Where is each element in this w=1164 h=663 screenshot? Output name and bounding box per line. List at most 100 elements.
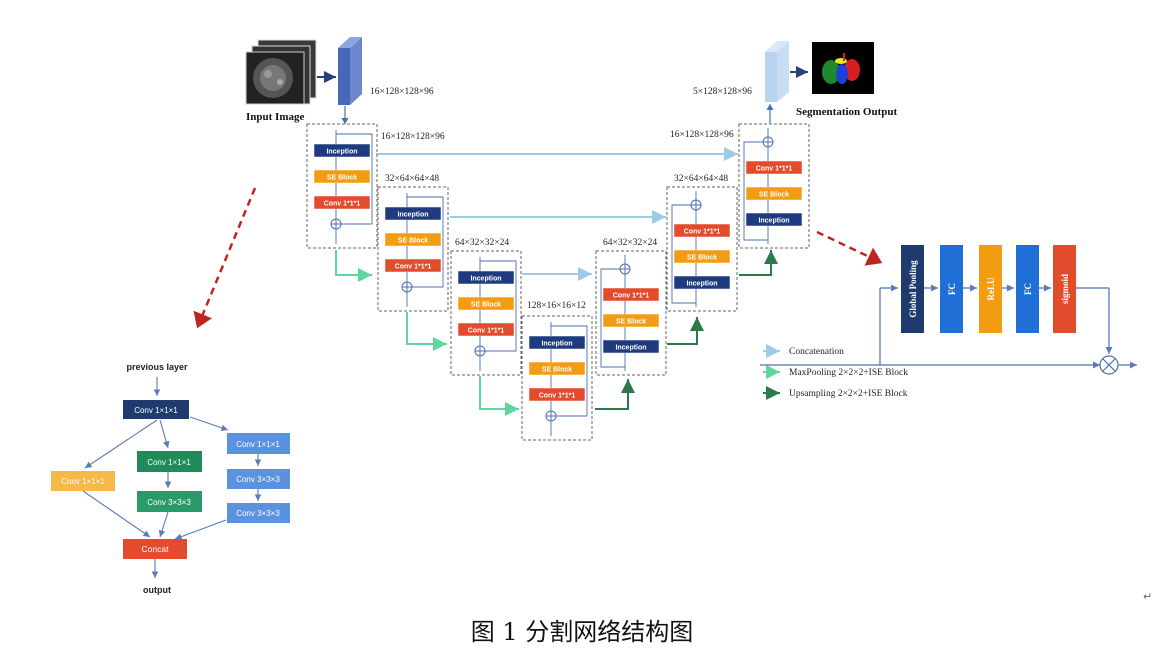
decoder-block-3-se-label: SE Block [616,318,646,325]
inception-branch3-conv3a: Conv 3×3×3 [236,475,280,484]
inception-branch1-conv: Conv 1×1×1 [61,477,105,486]
inception-branch2-conv1: Conv 1×1×1 [147,458,191,467]
decoder-block-1-se-box [745,186,803,201]
upsample-arrows [595,250,778,410]
encoder-block-3-conv-label: Conv 1*1*1 [468,327,505,334]
dim-input: 16×128×128×96 [370,87,434,97]
inception-output: output [143,585,171,595]
dim-dec1: 16×128×128×96 [670,130,734,140]
inception-concat: Concat [142,544,170,554]
skip-connections [376,147,738,281]
decoder-block-1-conv-label: Conv 1*1*1 [756,165,793,172]
bottleneck-block-inception-label: Inception [541,340,572,347]
inception-detail [82,377,262,578]
segmentation-output-label: Segmentation Output [796,106,897,118]
decoder-block-3-inception-box [602,339,660,354]
decoder-block-3-se-box [602,313,660,328]
dim-enc3: 64×32×32×24 [455,238,509,248]
encoder-block-2-inception-box [384,206,442,221]
encoder-block-3-inception-label: Inception [470,275,501,282]
legend [763,344,780,400]
se-sigmoid-label: sigmoid [1060,274,1070,304]
inception-detail-boxes [51,400,290,559]
decoder-block-2-conv-box [673,223,731,238]
encoder-block-3-conv-box [457,322,515,337]
bottleneck-block-se-label: SE Block [542,366,572,373]
encoder-block-2-conv-label: Conv 1*1*1 [395,263,432,270]
zoom-arrow-inception [193,187,257,329]
se-fc2-box [1016,245,1039,333]
decoder-block-2-se-label: SE Block [687,254,717,261]
se-block-detail [760,245,1137,375]
inception-branch3-conv1: Conv 1×1×1 [236,440,280,449]
decoder-block-2-inception-label: Inception [686,280,717,287]
decoder-block-1-inception-label: Inception [758,217,789,224]
encoder-block-1-se-label: SE Block [327,174,357,181]
decoder-block-1-se-label: SE Block [759,191,789,198]
encoder-block-1-inception-box [313,143,371,158]
dim-output: 5×128×128×96 [693,87,752,97]
encoder-block-2-inception-label: Inception [397,211,428,218]
encoder-block-1-inception-label: Inception [326,148,357,155]
decoder-block-2-inception-box [673,275,731,290]
se-relu-box [979,245,1002,333]
encoder-block-1-se-box [313,169,371,184]
se-relu-label: ReLU [986,277,996,300]
decoder-block-2-conv-label: Conv 1*1*1 [684,228,721,235]
legend-maxpool: MaxPooling 2×2×2+ISE Block [789,368,908,378]
encoder-block-3-inception-box [457,270,515,285]
bottleneck-block-conv-label: Conv 1*1*1 [539,392,576,399]
encoder-block-2-conv-box [384,258,442,273]
bottleneck-block-se-box [528,361,586,376]
se-global-pooling-box [901,245,924,333]
inception-conv-top: Conv 1×1×1 [134,406,178,415]
encoder-block-2-se-box [384,232,442,247]
segmentation-output-image [812,42,874,94]
inception-branch2-conv3: Conv 3×3×3 [147,498,191,507]
dim-bottleneck: 128×16×16×12 [527,301,586,311]
inception-branch3-conv3b: Conv 3×3×3 [236,509,280,518]
dim-dec2: 32×64×64×48 [674,174,728,184]
paragraph-mark: ↵ [1143,590,1153,603]
encoder-block-1-conv-box [313,195,371,210]
maxpool-arrows [335,250,519,416]
output-feature-volume [765,41,789,102]
encoder-block-1-conv-label: Conv 1*1*1 [324,200,361,207]
decoder-block-3-inception-label: Inception [615,344,646,351]
legend-upsample: Upsampling 2×2×2+ISE Block [789,389,908,399]
input-image-stack [245,39,317,105]
decoder-block-3-conv-box [602,287,660,302]
encoder-block-3-se-box [457,296,515,311]
se-sigmoid-box [1053,245,1076,333]
dim-dec3: 64×32×32×24 [603,238,657,248]
bottleneck-block-conv-box [528,387,586,402]
input-feature-volume [338,37,362,105]
inception-previous-layer: previous layer [126,362,188,372]
legend-concat: Concatenation [789,347,844,357]
decoder-block-2-se-box [673,249,731,264]
decoder-block-1-inception-box [745,212,803,227]
se-fc2-label: FC [1023,283,1033,295]
encoder-block-3-se-label: SE Block [471,301,501,308]
encoder-block-2-se-label: SE Block [398,237,428,244]
dim-enc2: 32×64×64×48 [385,174,439,184]
zoom-arrow-se [816,230,883,266]
decoder-block-3-conv-label: Conv 1*1*1 [613,292,650,299]
bottleneck-block-inception-box [528,335,586,350]
se-fc1-box [940,245,963,333]
se-fc1-label: FC [947,283,957,295]
decoder-block-1-conv-box [745,160,803,175]
dim-enc1: 16×128×128×96 [381,132,445,142]
se-global-pooling-label: Global Pooling [908,260,918,318]
input-image-label: Input Image [246,111,304,123]
figure-caption: 图 1 分割网络结构图 [470,618,694,646]
